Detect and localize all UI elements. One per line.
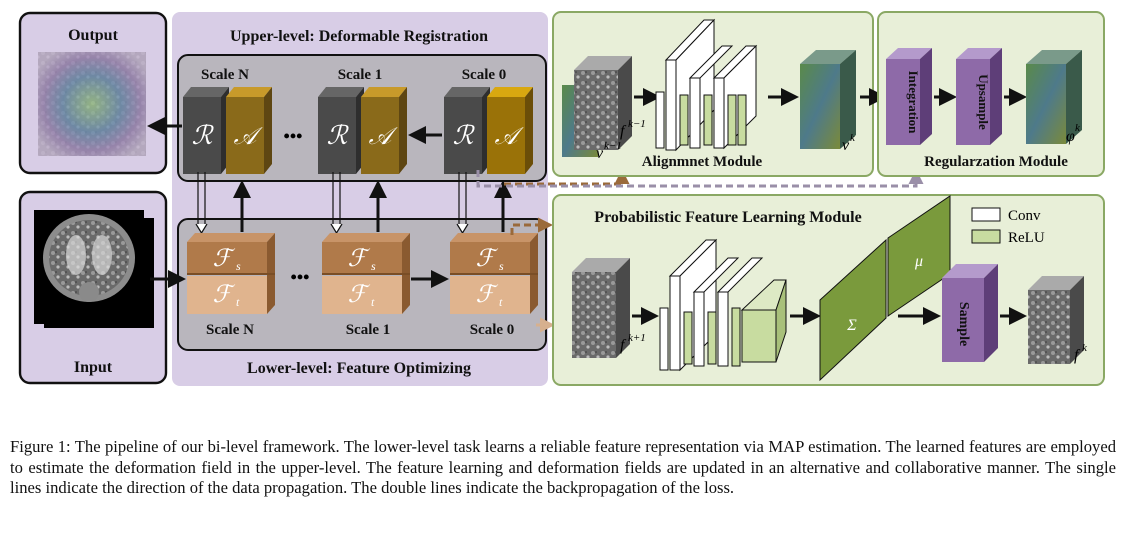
ft-symbol: ℱ bbox=[476, 282, 499, 308]
upsample-block bbox=[956, 59, 990, 145]
deformation-field-image bbox=[1026, 64, 1066, 144]
fs-subscript: s bbox=[499, 259, 504, 273]
backprop-double-lines bbox=[195, 172, 469, 235]
ft-symbol: ℱ bbox=[213, 282, 236, 308]
upper-scale-1-label: Scale 1 bbox=[338, 67, 383, 83]
legend-conv-label: Conv bbox=[1008, 208, 1041, 224]
mu-symbol: μ bbox=[914, 253, 923, 270]
upsample-label: Upsample bbox=[976, 74, 991, 130]
output-panel: Output bbox=[18, 11, 168, 175]
sample-label: Sample bbox=[956, 302, 971, 346]
f-kp1-label: f bbox=[620, 337, 627, 354]
legend-conv-swatch bbox=[971, 207, 1001, 222]
f-kp1-superscript: k+1 bbox=[628, 332, 646, 344]
upper-scale-n-label: Scale N bbox=[201, 67, 249, 83]
sigma-symbol: Σ bbox=[846, 317, 857, 334]
alignment-unet-layers bbox=[655, 18, 758, 152]
f-km1-superscript: k−1 bbox=[628, 118, 646, 130]
phi-k-label: φ bbox=[1066, 128, 1075, 145]
r-symbol: ℛ bbox=[192, 121, 215, 150]
fs-symbol: ℱ bbox=[348, 246, 371, 272]
sigma-block bbox=[819, 238, 887, 382]
alignment-module-panel: Alignmnet Module f k−1 v k−1 v k bbox=[552, 11, 874, 177]
regularization-module-label: Regularzation Module bbox=[924, 154, 1068, 170]
fs-subscript: s bbox=[236, 259, 241, 273]
ft-subscript: t bbox=[236, 295, 240, 309]
forward-single-lines bbox=[233, 180, 512, 232]
input-panel: Input bbox=[18, 190, 168, 385]
legend-relu-swatch bbox=[971, 229, 1001, 244]
ft-symbol: ℱ bbox=[348, 282, 371, 308]
lower-scale-1-blocks: ℱ s ℱ t bbox=[322, 233, 410, 314]
legend: Conv ReLU bbox=[971, 207, 1045, 246]
integration-block bbox=[886, 59, 920, 145]
f-k-label: f bbox=[1074, 347, 1081, 364]
figure-caption: Figure 1: The pipeline of our bi-level f… bbox=[10, 437, 1116, 498]
lower-scale-0-blocks: ℱ s ℱ t bbox=[450, 233, 538, 314]
lower-scale-0-label: Scale 0 bbox=[470, 322, 515, 338]
lower-ellipsis: ••• bbox=[291, 267, 310, 287]
velocity-field-image bbox=[800, 64, 840, 149]
regularization-module-panel: Integration Upsample φ k Regularzation M… bbox=[877, 11, 1105, 177]
dashed-link-to-regularization bbox=[476, 169, 924, 188]
v-km1-label: v bbox=[596, 145, 604, 162]
feature-learning-panel: Probabilistic Feature Learning Module f … bbox=[552, 194, 1105, 386]
dashed-link-to-feature-module bbox=[510, 217, 553, 235]
integration-label: Integration bbox=[906, 71, 921, 135]
fs-subscript: s bbox=[371, 259, 376, 273]
output-label: Output bbox=[68, 27, 118, 44]
sample-block bbox=[942, 278, 984, 362]
v-k-label: v bbox=[842, 137, 850, 154]
upper-scale-n-blocks: ℛ 𝒜 bbox=[183, 87, 272, 174]
lower-scale-n-label: Scale N bbox=[206, 322, 254, 338]
v-km1-superscript: k−1 bbox=[604, 140, 622, 152]
f-km1-label: f bbox=[620, 123, 627, 140]
f-k-image bbox=[1028, 290, 1070, 364]
upper-scale-0-label: Scale 0 bbox=[462, 67, 507, 83]
lower-scale-1-label: Scale 1 bbox=[346, 322, 391, 338]
fs-symbol: ℱ bbox=[213, 246, 236, 272]
v-k-superscript: k bbox=[850, 132, 856, 144]
upper-level-title: Upper-level: Deformable Registration bbox=[230, 28, 488, 45]
upper-ellipsis: ••• bbox=[284, 126, 303, 146]
feature-module-label: Probabilistic Feature Learning Module bbox=[594, 209, 861, 226]
f-k-superscript: k bbox=[1082, 342, 1088, 354]
input-brain-mri-image bbox=[43, 214, 135, 302]
mri-slice-image bbox=[574, 70, 618, 150]
feature-unet-layers bbox=[659, 238, 787, 372]
ft-subscript: t bbox=[499, 295, 503, 309]
phi-k-superscript: k bbox=[1075, 122, 1081, 134]
input-label: Input bbox=[74, 359, 113, 376]
f-kp1-image bbox=[572, 272, 616, 358]
r-symbol: ℛ bbox=[453, 121, 476, 150]
pipeline-diagram: Output Input Upper-level: Deformable Reg… bbox=[18, 11, 1105, 386]
upper-scale-0-blocks: ℛ 𝒜 bbox=[444, 87, 533, 174]
r-symbol: ℛ bbox=[327, 121, 350, 150]
lower-scale-n-blocks: ℱ s ℱ t bbox=[187, 233, 275, 314]
upper-scale-1-blocks: ℛ 𝒜 bbox=[318, 87, 407, 174]
legend-relu-label: ReLU bbox=[1008, 230, 1045, 246]
fs-symbol: ℱ bbox=[476, 246, 499, 272]
alignment-module-label: Alignmnet Module bbox=[642, 154, 763, 170]
lower-level-title: Lower-level: Feature Optimizing bbox=[247, 360, 471, 377]
ft-subscript: t bbox=[371, 295, 375, 309]
